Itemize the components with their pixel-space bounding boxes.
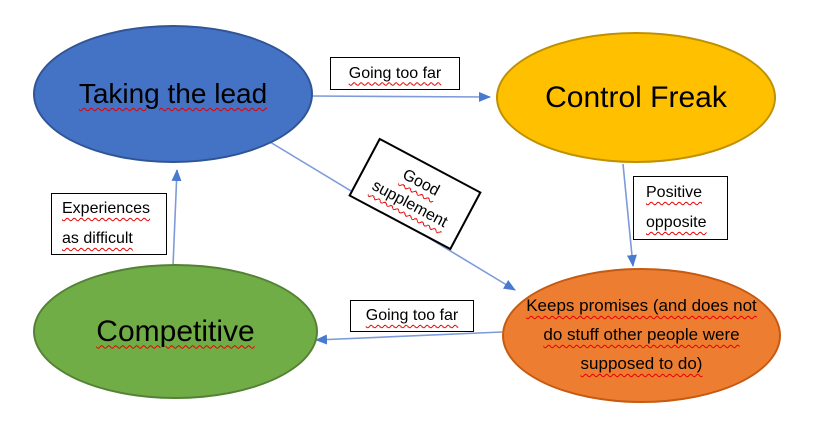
node-taking-the-lead[interactable]: Taking the lead — [33, 25, 313, 163]
edge-label-positive-opposite[interactable]: Positive opposite — [633, 176, 728, 240]
arrow-taking-to-control[interactable] — [310, 91, 491, 102]
node-control-freak[interactable]: Control Freak — [496, 32, 776, 163]
arrow-competitive-to-taking[interactable] — [171, 169, 182, 267]
arrow-control-to-keeps[interactable] — [622, 163, 637, 267]
edge-label-going-too-far-bottom[interactable]: Going too far — [350, 300, 474, 332]
node-keeps-promises-label: Keeps promises (and does not do stuff ot… — [526, 296, 757, 373]
node-control-freak-label: Control Freak — [545, 80, 727, 114]
edge-label-experiences-as-difficult[interactable]: Experiences as difficult — [51, 193, 167, 255]
edge-label-going-too-far-bottom-text: Going too far — [365, 307, 459, 324]
edge-label-experiences-as-difficult-text: Experiences as difficult — [62, 200, 151, 247]
node-taking-the-lead-label: Taking the lead — [78, 78, 268, 109]
node-competitive[interactable]: Competitive — [33, 264, 318, 399]
node-keeps-promises[interactable]: Keeps promises (and does not do stuff ot… — [502, 268, 781, 403]
edge-label-going-too-far-top-text: Going too far — [348, 64, 442, 82]
edge-label-positive-opposite-text: Positive opposite — [646, 184, 707, 231]
edge-label-going-too-far-top[interactable]: Going too far — [330, 57, 460, 90]
node-competitive-label: Competitive — [96, 314, 255, 348]
arrow-keeps-to-competitive[interactable] — [315, 331, 503, 345]
